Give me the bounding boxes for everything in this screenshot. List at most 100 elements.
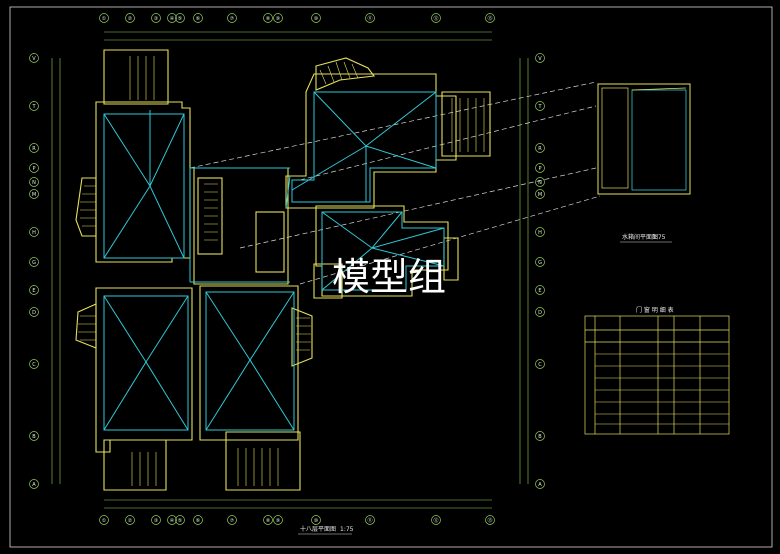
axis-left-6-circle bbox=[29, 227, 39, 237]
axis-top-8-circle bbox=[273, 13, 283, 23]
axis-top-1-label: ② bbox=[128, 16, 133, 22]
axis-left-9-label: D bbox=[32, 310, 36, 316]
axis-right-3-label: P bbox=[538, 166, 541, 172]
axis-right-6-label: H bbox=[538, 230, 542, 236]
axis-left-3-label: P bbox=[32, 166, 35, 172]
axis-top-5-label: ⑥ bbox=[196, 16, 201, 22]
axis-bottom-10-circle bbox=[365, 515, 375, 525]
axis-bottom-7-circle bbox=[263, 515, 273, 525]
axis-bottom-4-circle bbox=[175, 515, 185, 525]
axis-bottom-4-label: ⑤ bbox=[178, 518, 182, 524]
axis-top-11-circle bbox=[431, 13, 441, 23]
axis-left-1-circle bbox=[29, 101, 39, 111]
axis-right-4-circle bbox=[535, 177, 545, 187]
axis-top-11-label: ⑫ bbox=[433, 15, 438, 22]
axis-right-10-circle bbox=[535, 359, 545, 369]
axis-bottom-3-circle bbox=[167, 515, 177, 525]
axis-left-9-circle bbox=[29, 307, 39, 317]
axis-top-12-label: ⑬ bbox=[487, 15, 492, 22]
axis-right-2-circle bbox=[535, 143, 545, 153]
axis-right-12-label: A bbox=[538, 482, 542, 488]
axis-bottom-9-circle bbox=[311, 515, 321, 525]
axis-left-8-circle bbox=[29, 285, 39, 295]
axis-right-6-circle bbox=[535, 227, 545, 237]
axis-top-7-circle bbox=[263, 13, 273, 23]
sheet-frame bbox=[9, 6, 773, 548]
axis-top-10-circle bbox=[365, 13, 375, 23]
axis-bottom-1-label: ② bbox=[128, 518, 133, 524]
axis-bottom-8-circle bbox=[273, 515, 283, 525]
axis-bottom-5-circle bbox=[193, 515, 203, 525]
axis-left-1-label: T bbox=[31, 104, 36, 110]
axis-left-4-label: N bbox=[32, 180, 36, 186]
axis-bottom-0-label: ① bbox=[102, 518, 107, 524]
axis-right-2-label: R bbox=[538, 146, 542, 152]
axis-right-4-label: N bbox=[538, 180, 542, 186]
table-row-lines bbox=[595, 353, 729, 425]
axis-right-1-label: T bbox=[537, 104, 542, 110]
main-plan-scale: 1:75 bbox=[340, 526, 354, 533]
dimension-lines bbox=[51, 31, 529, 509]
axis-bottom-12-circle bbox=[485, 515, 495, 525]
axis-top-9-circle bbox=[311, 13, 321, 23]
axis-bottom-2-label: ③ bbox=[154, 518, 158, 524]
axis-top-3-circle bbox=[167, 13, 177, 23]
axis-left-8-label: E bbox=[32, 288, 35, 294]
axis-left-6-label: H bbox=[32, 230, 36, 236]
axis-left-10-label: C bbox=[32, 362, 36, 368]
axis-right-5-circle bbox=[535, 189, 545, 199]
axis-left-10-circle bbox=[29, 359, 39, 369]
axis-top-10-label: ⑪ bbox=[367, 15, 372, 22]
axis-top-6-circle bbox=[227, 13, 237, 23]
axis-bottom-9-label: ⑩ bbox=[314, 518, 319, 524]
axis-top-3-label: ④ bbox=[170, 16, 175, 22]
axis-right-8-label: E bbox=[538, 288, 541, 294]
axis-right-12-circle bbox=[535, 479, 545, 489]
axis-left-5-circle bbox=[29, 189, 39, 199]
detail-plan-scale: 1:75 bbox=[652, 234, 666, 241]
detail-leader-lines bbox=[189, 81, 601, 285]
axis-top-5-circle bbox=[193, 13, 203, 23]
axis-top-8-label: ⑨ bbox=[276, 16, 280, 22]
axis-bottom-11-label: ⑫ bbox=[433, 517, 438, 524]
axis-right-9-label: D bbox=[538, 310, 542, 316]
axis-bottom-8-label: ⑨ bbox=[276, 518, 280, 524]
axis-left-2-circle bbox=[29, 143, 39, 153]
axis-left-0-circle bbox=[29, 53, 39, 63]
door-window-schedule-table bbox=[584, 315, 730, 435]
axis-left-2-label: R bbox=[32, 146, 36, 152]
axis-bottom-7-label: ⑧ bbox=[266, 518, 271, 524]
axis-top-9-label: ⑩ bbox=[314, 16, 319, 22]
axis-top-4-label: ⑤ bbox=[178, 16, 182, 22]
axis-left-7-circle bbox=[29, 257, 39, 267]
axis-bottom-0-circle bbox=[99, 515, 109, 525]
axis-left-11-circle bbox=[29, 431, 39, 441]
axis-top-7-label: ⑧ bbox=[266, 16, 271, 22]
main-plan-title: 十八层平面图 bbox=[300, 525, 336, 533]
roof-slope-lines bbox=[103, 91, 445, 431]
axis-right-7-circle bbox=[535, 257, 545, 267]
axis-right-11-label: B bbox=[538, 434, 542, 440]
axis-right-5-label: M bbox=[538, 192, 542, 198]
axis-left-12-circle bbox=[29, 479, 39, 489]
axis-bottom-12-label: ⑬ bbox=[487, 517, 492, 524]
axis-bottom-5-label: ⑥ bbox=[196, 518, 201, 524]
axis-bottom-11-circle bbox=[431, 515, 441, 525]
axis-bottom-10-label: ⑪ bbox=[367, 517, 372, 524]
axis-top-2-label: ③ bbox=[154, 16, 158, 22]
axis-right-8-circle bbox=[535, 285, 545, 295]
axis-right-9-circle bbox=[535, 307, 545, 317]
axis-right-0-label: V bbox=[538, 56, 542, 62]
schedule-table-title: 门 窗 明 细 表 bbox=[636, 306, 674, 314]
axis-bottom-6-label: ⑦ bbox=[230, 518, 235, 524]
axis-right-0-circle bbox=[535, 53, 545, 63]
axis-top-12-circle bbox=[485, 13, 495, 23]
axis-right-1-circle bbox=[535, 101, 545, 111]
axis-right-7-label: G bbox=[538, 260, 542, 266]
